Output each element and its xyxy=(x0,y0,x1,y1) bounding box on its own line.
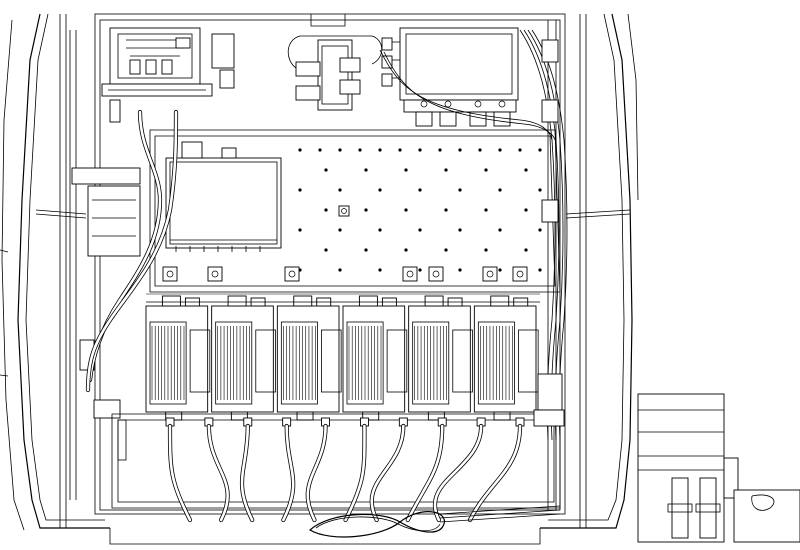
bolt-hole xyxy=(418,228,422,232)
bolt-hole xyxy=(524,208,528,212)
cable-run xyxy=(239,417,255,523)
bolt-hole xyxy=(418,148,422,152)
bolt-hole xyxy=(358,148,362,152)
cable-run xyxy=(204,417,230,523)
lower-plate xyxy=(111,413,561,509)
mid-panel-unit xyxy=(165,141,282,252)
bolt-hole xyxy=(484,208,488,212)
right-harness xyxy=(379,29,568,441)
bolt-hole xyxy=(288,270,296,278)
left-bracket xyxy=(71,167,141,461)
bolt-hole xyxy=(486,270,494,278)
side-enclosure xyxy=(637,393,800,543)
bolt-hole xyxy=(378,268,382,272)
bolt-hole xyxy=(338,228,342,232)
bolt-hole xyxy=(444,208,448,212)
bolt-hole xyxy=(378,228,382,232)
bolt-hole xyxy=(324,208,328,212)
bolt-hole xyxy=(398,148,402,152)
harness-line xyxy=(439,505,561,515)
bolt-hole xyxy=(418,188,422,192)
bolt-hole xyxy=(338,188,342,192)
bolt-hole xyxy=(538,188,542,192)
cable-run xyxy=(467,417,525,523)
bolt-hole xyxy=(166,270,174,278)
amplifier-module xyxy=(342,295,408,421)
bolt-hole xyxy=(458,148,462,152)
bolt-hole xyxy=(484,168,488,172)
bolt-hole xyxy=(338,268,342,272)
bolt-hole xyxy=(298,228,302,232)
bolt-hole xyxy=(538,268,542,272)
amplifier-module xyxy=(211,295,276,421)
cable-run xyxy=(165,417,193,523)
bolt-hole xyxy=(538,148,542,152)
bolt-hole xyxy=(298,148,302,152)
bolt-hole xyxy=(518,148,522,152)
bolt-hole xyxy=(378,188,382,192)
bolt-hole xyxy=(338,148,342,152)
bolt-hole xyxy=(458,188,462,192)
bolt-hole xyxy=(484,248,488,252)
cable-loop xyxy=(308,511,445,538)
bolt-hole xyxy=(458,268,462,272)
amplifier-module xyxy=(473,295,539,421)
bolt-hole xyxy=(378,148,382,152)
bolt-hole xyxy=(404,208,408,212)
bolt-hole xyxy=(318,148,322,152)
cable-harness xyxy=(165,417,561,523)
bolt-hole xyxy=(406,270,414,278)
bolt-hole xyxy=(498,228,502,232)
bolt-hole xyxy=(516,270,524,278)
cable-run xyxy=(405,417,447,523)
bolt-hole xyxy=(498,268,502,272)
bolt-hole xyxy=(524,168,528,172)
bolt-hole xyxy=(444,248,448,252)
bolt-hole xyxy=(404,248,408,252)
amplifier-modules xyxy=(145,293,540,421)
bolt-hole xyxy=(298,188,302,192)
cable-run xyxy=(281,417,296,523)
bolt-hole xyxy=(438,148,442,152)
cable-run xyxy=(369,417,408,523)
bolt-hole xyxy=(364,248,368,252)
bolt-hole xyxy=(364,168,368,172)
bolt-hole xyxy=(341,208,347,214)
bolt-hole xyxy=(524,248,528,252)
cable-run xyxy=(343,417,369,523)
connector-module xyxy=(381,27,519,127)
bolt-hole xyxy=(478,148,482,152)
amplifier-module xyxy=(145,295,211,421)
bolt-hole xyxy=(211,270,219,278)
cable-run xyxy=(432,417,486,523)
bolt-hole xyxy=(432,270,440,278)
bolt-hole xyxy=(324,168,328,172)
amplifier-module xyxy=(408,295,473,421)
bolt-hole xyxy=(324,248,328,252)
amplifier-module xyxy=(276,295,342,421)
bolt-hole xyxy=(364,208,368,212)
main-cables xyxy=(85,109,179,393)
bolt-hole xyxy=(404,168,408,172)
bolt-hole xyxy=(458,228,462,232)
bolt-hole xyxy=(538,228,542,232)
splitter-block xyxy=(287,35,383,111)
harness-line xyxy=(439,513,561,523)
mounting-holes xyxy=(162,148,542,282)
outer-shell xyxy=(0,13,639,545)
bolt-hole xyxy=(498,148,502,152)
bolt-hole xyxy=(444,168,448,172)
bolt-hole xyxy=(418,268,422,272)
controller-box xyxy=(101,27,235,123)
harness-line xyxy=(439,509,561,519)
cable-run xyxy=(305,417,331,523)
bolt-hole xyxy=(498,188,502,192)
